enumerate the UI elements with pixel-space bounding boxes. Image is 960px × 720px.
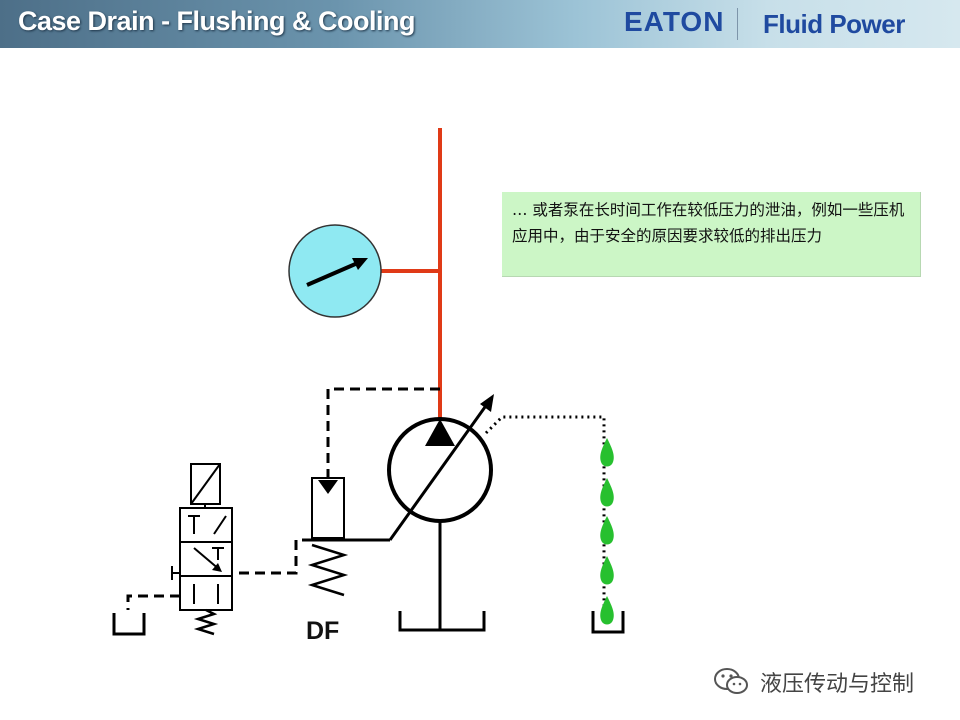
brand-logo: EATON: [624, 6, 725, 37]
brand-divider: [737, 8, 738, 40]
variable-pump-symbol: [387, 394, 494, 541]
watermark-text: 液压传动与控制: [760, 672, 915, 697]
valve-drain-line: [126, 594, 180, 610]
pressure-gauge: [288, 224, 382, 318]
slide-header: Case Drain - Flushing & Cooling EATON Fl…: [0, 0, 960, 48]
slide-title: Case Drain - Flushing & Cooling: [18, 6, 416, 36]
wechat-icon: [714, 668, 748, 694]
explanation-note: … 或者泵在长时间工作在较低压力的泄油，例如一些压机应用中，由于安全的原因要求较…: [502, 192, 921, 277]
valve-tank: [112, 613, 146, 636]
valve-pilot-line: [232, 540, 298, 575]
oil-drips: [600, 438, 614, 625]
df-label: DF: [306, 617, 340, 645]
drain-tank: [591, 611, 625, 634]
pilot-line: [326, 387, 440, 478]
note-text: … 或者泵在长时间工作在较低压力的泄油，例如一些压机应用中，由于安全的原因要求较…: [512, 201, 905, 245]
case-drain-line: [484, 415, 606, 618]
solenoid-valve: [171, 463, 233, 636]
pump-tank: [398, 611, 486, 632]
brand-subtitle: Fluid Power: [763, 9, 905, 39]
df-compensator: [307, 477, 349, 597]
